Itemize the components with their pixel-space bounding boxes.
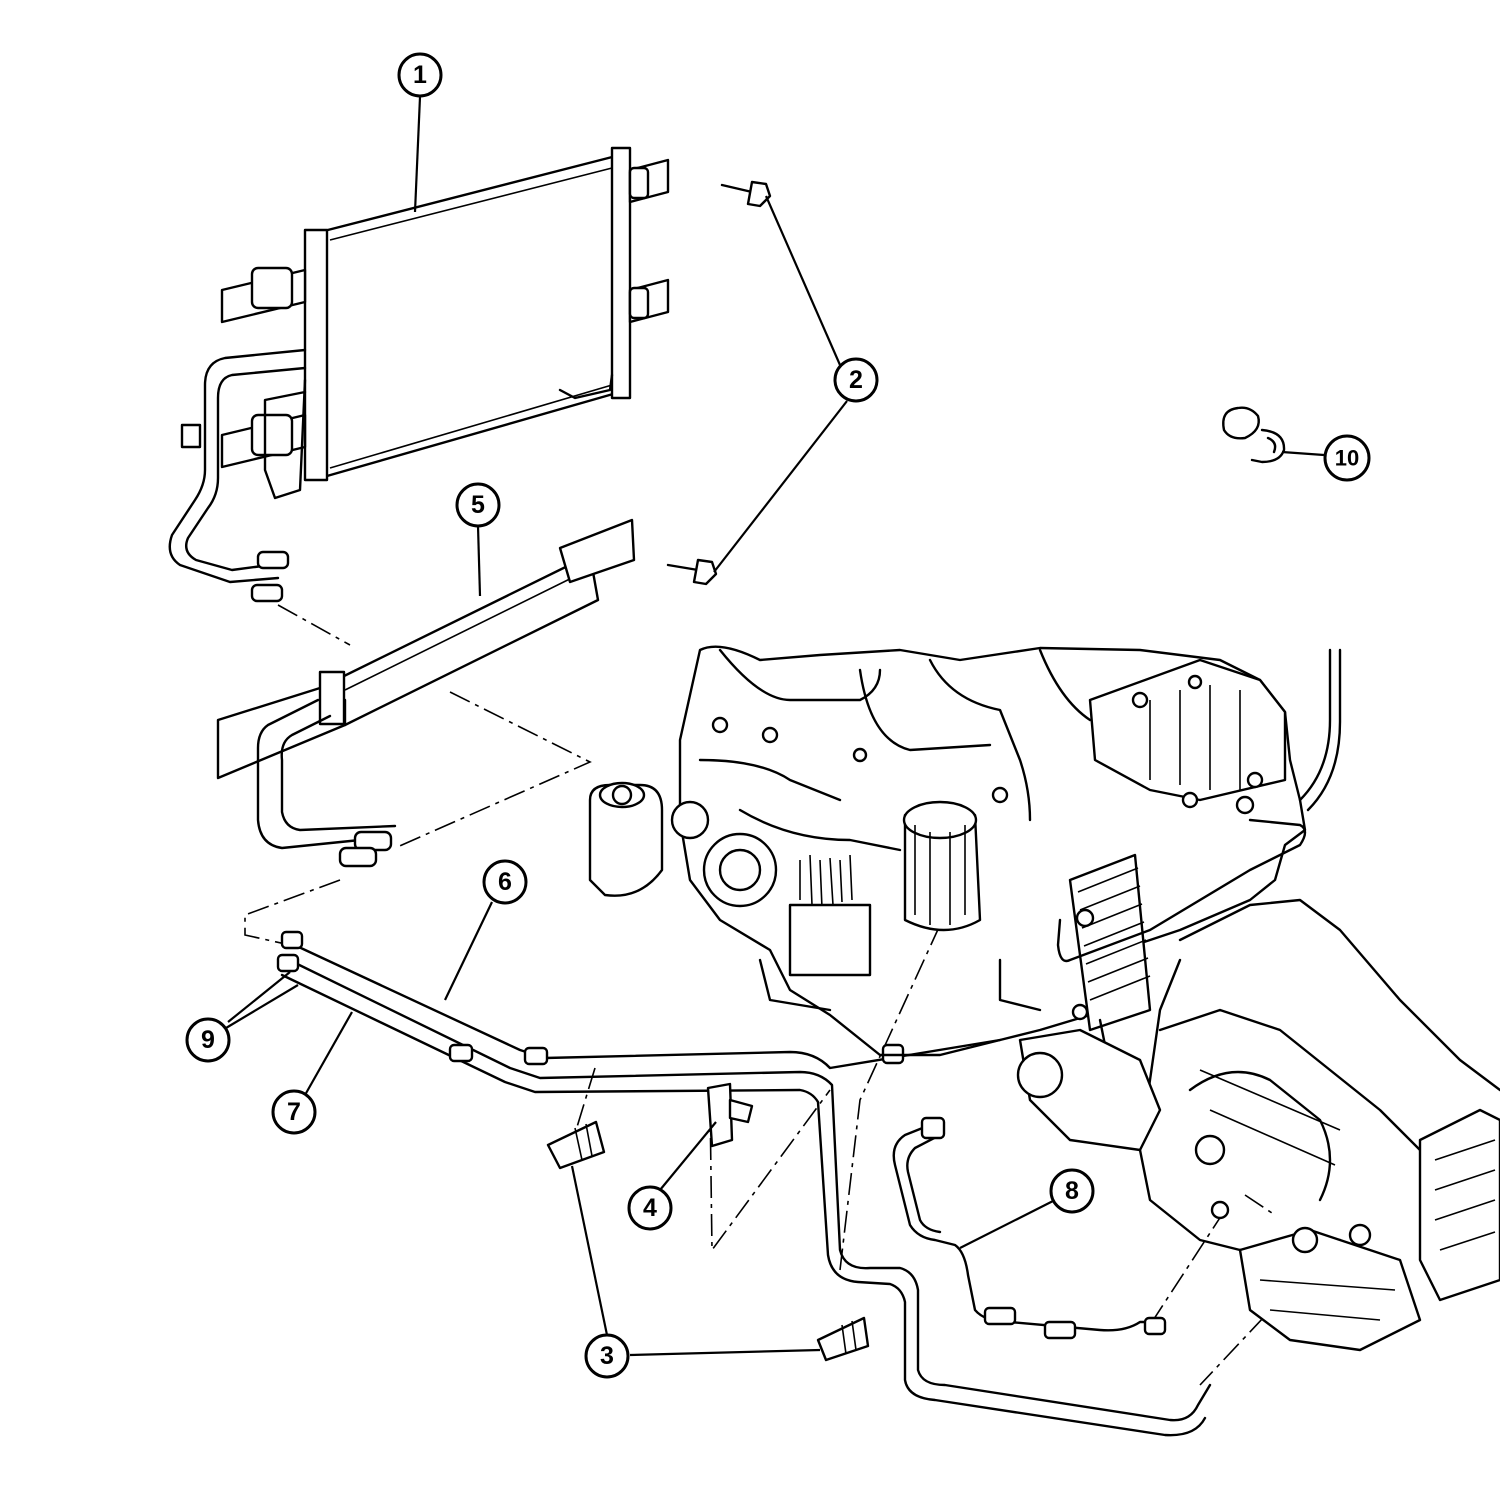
callout-9: 9 <box>185 1017 231 1063</box>
part-2-bolt-upper <box>720 180 772 208</box>
callout-7-label: 7 <box>287 1098 301 1126</box>
part-5-cooler <box>216 518 636 868</box>
callout-3: 3 <box>584 1333 630 1379</box>
callout-3-label: 3 <box>600 1342 614 1370</box>
callout-2: 2 <box>833 357 879 403</box>
part-8-return-line <box>892 1116 1167 1340</box>
callout-8: 8 <box>1049 1168 1095 1214</box>
callout-4-label: 4 <box>643 1194 657 1222</box>
callout-2-label: 2 <box>849 366 863 394</box>
callout-7: 7 <box>271 1089 317 1135</box>
part-3-clip-upper <box>546 1120 606 1170</box>
part-3-clip-lower <box>816 1316 870 1362</box>
part-1-oil-cooler <box>168 146 670 603</box>
callout-5-label: 5 <box>471 491 485 519</box>
callout-9-label: 9 <box>201 1026 215 1054</box>
engine-assembly <box>588 645 1342 1057</box>
callout-10: 10 <box>1323 434 1371 482</box>
transmission-assembly <box>1016 898 1500 1352</box>
callout-10-label: 10 <box>1335 446 1359 471</box>
callout-1: 1 <box>397 52 443 98</box>
part-6-7-cooler-lines <box>276 930 1212 1437</box>
callout-4: 4 <box>627 1185 673 1231</box>
callout-5: 5 <box>455 482 501 528</box>
callout-1-label: 1 <box>413 61 427 89</box>
callout-8-label: 8 <box>1065 1177 1079 1205</box>
leader-lines <box>225 96 1325 1357</box>
part-2-bolt-lower <box>666 558 718 586</box>
part-4-bracket <box>706 1082 754 1148</box>
callout-6: 6 <box>482 859 528 905</box>
callout-6-label: 6 <box>498 868 512 896</box>
part-10-clip <box>1222 406 1286 464</box>
